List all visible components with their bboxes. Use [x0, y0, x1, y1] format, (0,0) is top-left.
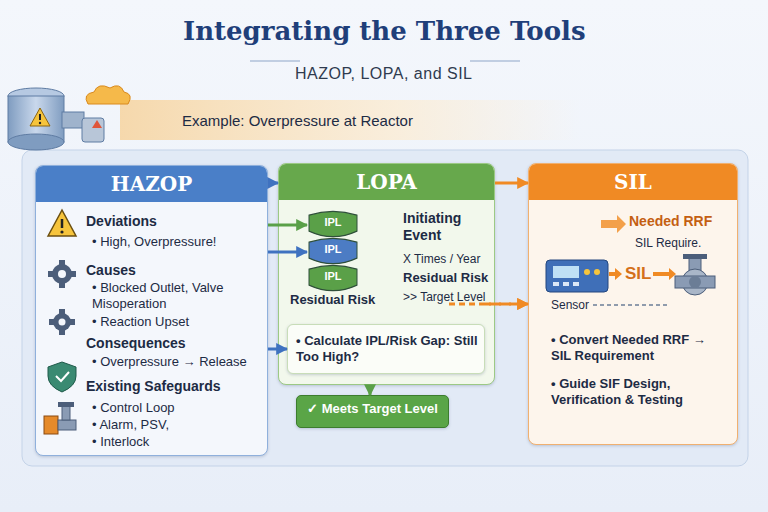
node-text: Residual Risk [403, 270, 491, 286]
node-text: • Reaction Upset [92, 314, 260, 330]
node-text: • Calculate IPL/Risk Gap: Still Too High… [296, 333, 478, 364]
node-text: • Interlock [92, 434, 260, 450]
node-text: SIL [625, 264, 651, 284]
node-text: IPL [307, 209, 359, 235]
flow-arrow [268, 251, 307, 254]
node-text: • Overpressure → Release [92, 354, 260, 370]
flow-arrow [268, 182, 278, 185]
ipl-shield: IPL [307, 236, 359, 268]
node-text: • Guide SIF Design, Verification & Testi… [551, 376, 727, 407]
hazop-panel: HAZOP Deviations • High, Overpressure! Caus… [35, 165, 268, 456]
node-text: IPL [307, 263, 359, 289]
panel-heading: LOPA [279, 164, 494, 200]
node-text: Sensor [551, 298, 589, 312]
node-text: • Alarm, PSV, [92, 417, 260, 433]
risk-gap-box: • Calculate IPL/Risk Gap: Still Too High… [287, 324, 485, 374]
node-text: • High, Overpressure! [92, 234, 262, 250]
node-text: Example: Overpressure at Reactor [182, 112, 413, 130]
stack-label: Residual Risk [290, 292, 375, 308]
hazop-icons [36, 166, 84, 456]
node-text: Needed RRF [629, 213, 712, 230]
node-text: Deviations [86, 213, 157, 230]
ipl-shield: IPL [307, 263, 359, 295]
title: Integrating the Three Tools [183, 16, 586, 47]
node-text: Initiating Event [403, 210, 489, 244]
example-banner: Example: Overpressure at Reactor [172, 104, 552, 138]
flow-arrow [449, 303, 528, 306]
flow-arrow [495, 182, 528, 185]
node-text: ✓ Meets Target Level [297, 396, 448, 422]
ipl-shield: IPL [307, 209, 359, 241]
node-text: Causes [86, 262, 136, 279]
node-text: Consequences [86, 335, 186, 352]
flow-arrow [268, 348, 287, 351]
node-text: • Control Loop [92, 400, 260, 416]
flow-arrow [369, 385, 372, 395]
node-text: • Blocked Outlet, Valve Misoperation [92, 280, 260, 311]
node-text: • Convert Needed RRF → SIL Requirement [551, 332, 727, 363]
panel-heading: HAZOP [36, 166, 267, 202]
target-button: ✓ Meets Target Level [296, 395, 449, 428]
sil-panel: SIL Needed RRF SIL Require. SIL Sensor • Conv… [528, 163, 738, 445]
node-text: IPL [307, 236, 359, 262]
panel-heading: SIL [529, 164, 737, 200]
flow-arrow [268, 224, 307, 227]
node-text: X Times / Year [403, 252, 491, 266]
lopa-panel: LOPA Initiating Event X Times / YearResidu… [278, 163, 495, 385]
subtitle: HAZOP, LOPA, and SIL [295, 64, 473, 83]
node-text: SIL Require. [635, 236, 701, 250]
node-text: >> Target Level [403, 290, 491, 304]
node-text: Existing Safeguards [86, 378, 221, 395]
